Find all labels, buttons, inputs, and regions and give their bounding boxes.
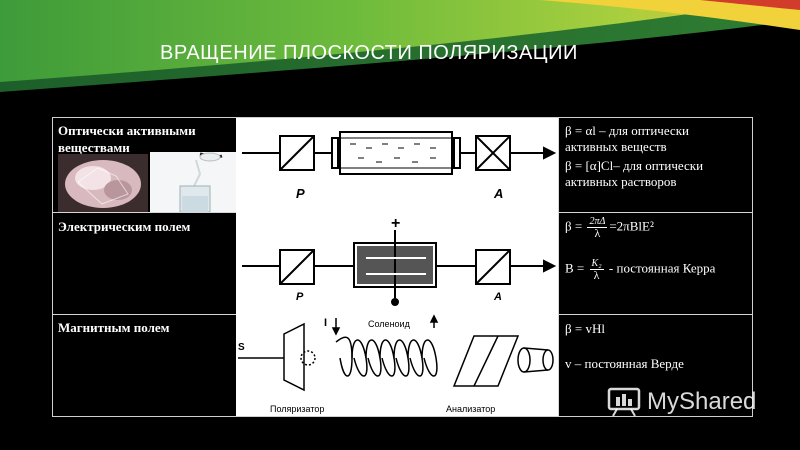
kerr-b-numerator: K₂ bbox=[589, 258, 604, 270]
kerr-beta-numerator: 2πΔ bbox=[587, 216, 608, 228]
analyzer-caption: Анализатор bbox=[446, 404, 495, 414]
faraday-effect-diagram bbox=[238, 314, 554, 392]
optical-formula-1: β = αl – для оптически активных веществ bbox=[565, 123, 689, 154]
kerr-b-denominator: λ bbox=[593, 268, 600, 282]
table-col-divider bbox=[558, 117, 559, 417]
watermark-text: MyShared bbox=[647, 388, 757, 415]
kerr-beta-denominator: λ bbox=[594, 226, 601, 240]
kerr-b-suffix: - постоянная Керра bbox=[608, 260, 716, 276]
source-label: S bbox=[238, 342, 245, 353]
optical-formula-2: β = [α]Cl– для оптически активных раство… bbox=[565, 158, 704, 189]
row-label-magnetic: Магнитным полем bbox=[58, 320, 170, 335]
kerr-b-prefix: B = bbox=[565, 260, 585, 276]
polarization-diagrams: P A + P A bbox=[238, 131, 557, 414]
row-label-optical: Оптически активными веществами bbox=[58, 123, 196, 155]
slide-title: ВРАЩЕНИЕ ПЛОСКОСТИ ПОЛЯРИЗАЦИИ bbox=[160, 42, 578, 64]
decorative-top-band bbox=[0, 0, 800, 92]
kerr-beta-suffix: =2πBlE² bbox=[609, 218, 654, 234]
kerr-beta-prefix: β = bbox=[565, 218, 583, 234]
kerr-constant-formula: B = K₂ λ - постоянная Керра bbox=[565, 258, 745, 281]
faraday-formula-2: v – постоянная Верде bbox=[565, 356, 684, 371]
quartz-crystal-photo bbox=[58, 154, 148, 212]
diagram-panel: P A + P A bbox=[236, 118, 558, 416]
polarizer-label-2: P bbox=[296, 291, 304, 303]
polarizer-label-1: P bbox=[296, 186, 305, 201]
faraday-formula-1: β = vHl bbox=[565, 321, 605, 336]
plus-sign-label: + bbox=[391, 215, 400, 232]
analyzer-label-2: A bbox=[493, 291, 502, 303]
watermark: MyShared bbox=[607, 386, 756, 418]
kerr-b-fraction: K₂ λ bbox=[589, 258, 604, 282]
kerr-beta-formula: β = 2πΔ λ =2πBlE² bbox=[565, 216, 745, 239]
comparison-table bbox=[52, 117, 753, 417]
analyzer-label-1: A bbox=[493, 186, 503, 201]
kerr-beta-fraction: 2πΔ λ bbox=[587, 216, 608, 240]
kerr-effect-diagram bbox=[242, 230, 557, 306]
presentation-board-icon bbox=[607, 387, 641, 417]
polarizer-caption: Поляризатор bbox=[270, 404, 324, 414]
row-label-electric: Электрическим полем bbox=[58, 219, 191, 234]
optical-activity-diagram bbox=[242, 131, 557, 175]
solenoid-label: Соленоид bbox=[368, 319, 411, 329]
sugar-solution-photo bbox=[150, 152, 236, 212]
current-label: I bbox=[324, 317, 327, 329]
